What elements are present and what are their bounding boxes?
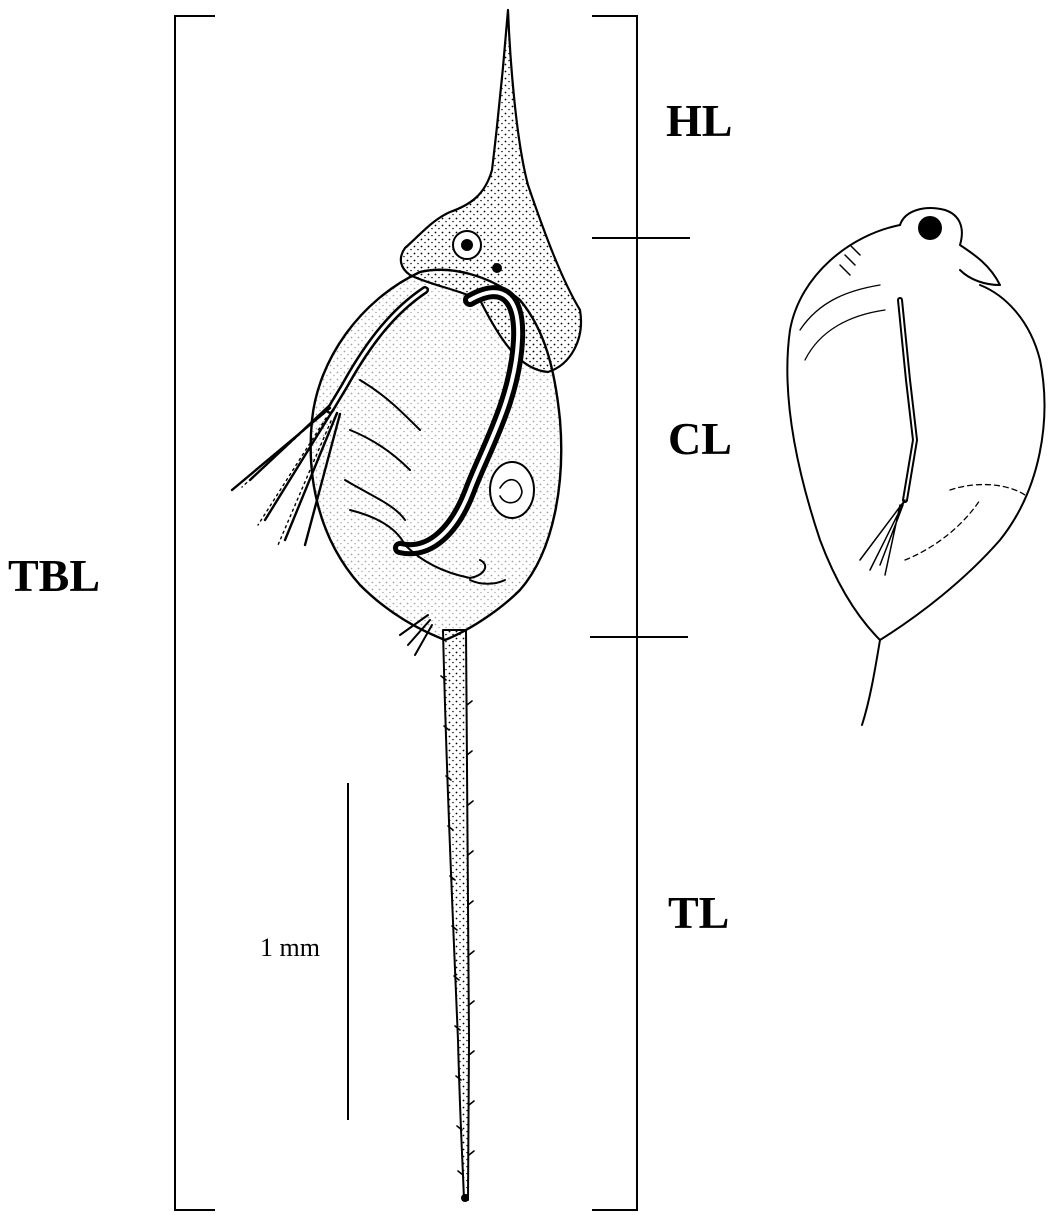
daphnia-large-illustration	[232, 10, 581, 1202]
small-head	[900, 208, 1000, 285]
scale-bar-label: 1 mm	[260, 935, 320, 961]
egg	[490, 462, 534, 518]
small-carapace	[787, 225, 1044, 725]
daphnia-small-illustration	[787, 208, 1044, 725]
segment-bracket	[590, 16, 690, 1210]
carapace-length-label: CL	[668, 416, 732, 462]
small-eye	[918, 216, 942, 240]
total-length-bracket	[175, 16, 215, 1210]
total-body-length-label: TBL	[8, 553, 100, 599]
tail-spine	[443, 630, 469, 1200]
head-length-label: HL	[666, 98, 732, 144]
tail-length-label: TL	[668, 890, 729, 936]
